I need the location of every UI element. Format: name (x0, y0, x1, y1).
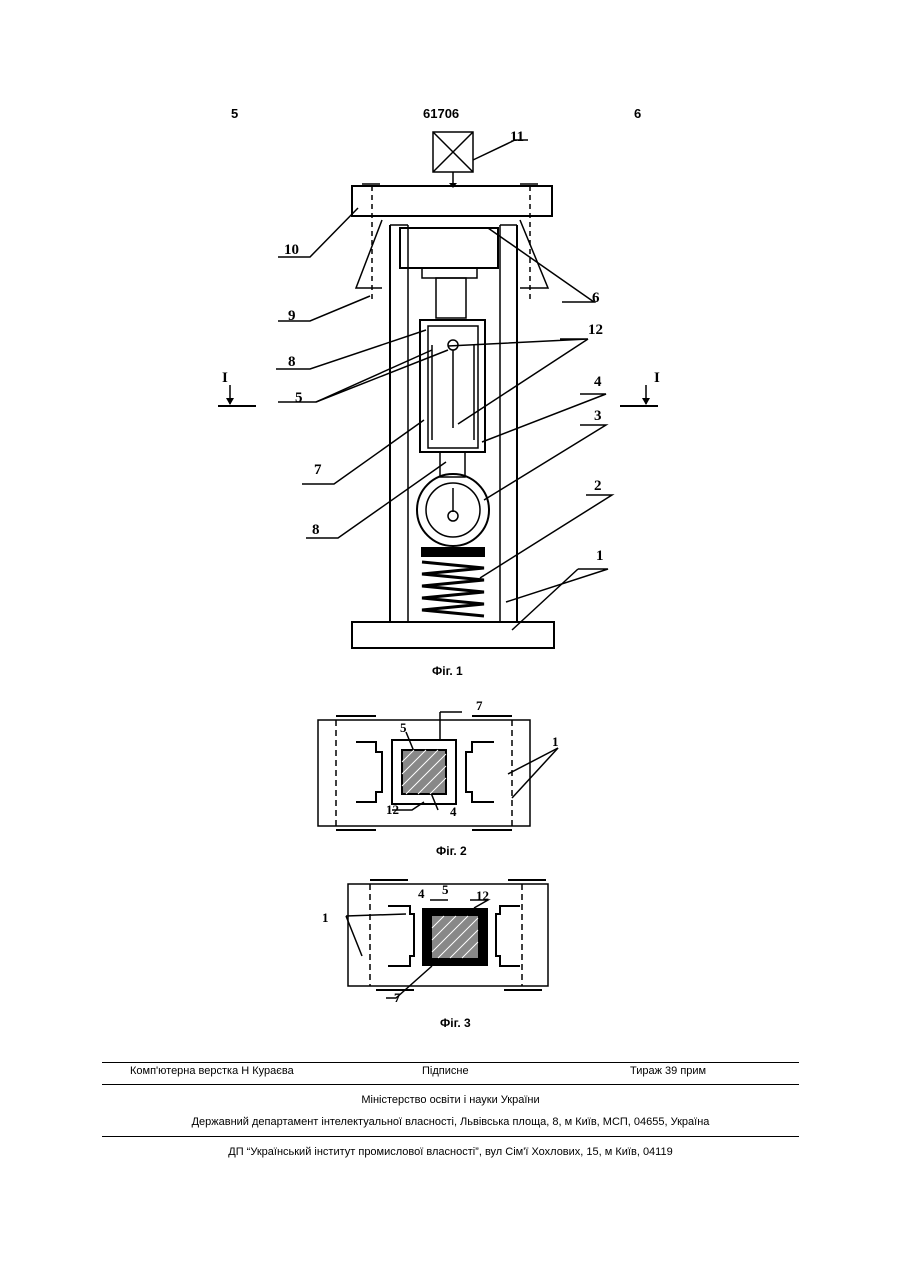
figure-3-caption: Фіг. 3 (440, 1016, 471, 1030)
footer-institute: ДП “Український інститут промислової вла… (102, 1146, 799, 1158)
label-8: 8 (288, 354, 296, 370)
section-mark-right: I (654, 370, 660, 386)
fig3-label-1: 1 (322, 910, 329, 925)
figure-1-drawing: 11 10 6 9 12 8 5 4 3 7 8 2 1 I I (0, 0, 900, 700)
figure-2-caption: Фіг. 2 (436, 844, 467, 858)
fig2-label-7: 7 (476, 698, 483, 713)
section-mark-left: I (222, 370, 228, 386)
fig2-label-12: 12 (386, 802, 399, 817)
fig3-label-5: 5 (442, 882, 449, 897)
footer-signed: Підписне (422, 1065, 469, 1077)
label-9: 9 (288, 308, 296, 324)
figure-1-labels: 11 10 6 9 12 8 5 4 3 7 8 2 1 I I (222, 129, 660, 564)
fig2-label-1: 1 (552, 734, 559, 749)
fig3-label-12: 12 (476, 888, 489, 903)
footer-circulation: Тираж 39 прим (630, 1065, 706, 1077)
label-11: 11 (510, 129, 524, 145)
footer-rule-bottom (102, 1136, 799, 1137)
label-5: 5 (295, 390, 303, 406)
footer-layout: Комп'ютерна верстка Н Кураєва (130, 1065, 294, 1077)
label-7: 7 (314, 462, 322, 478)
figure-1-caption: Фіг. 1 (432, 664, 463, 678)
footer-rule-top (102, 1062, 799, 1063)
figure-2-drawing: 7 5 1 12 4 (300, 692, 600, 837)
footer-rule-middle (102, 1084, 799, 1085)
base-plate (352, 622, 554, 648)
label-4: 4 (594, 374, 602, 390)
label-1: 1 (596, 548, 604, 564)
fig3-label-4: 4 (418, 886, 425, 901)
footer-department: Державний департамент інтелектуальної вл… (102, 1116, 799, 1128)
fig2-label-5: 5 (400, 720, 407, 735)
top-beam (352, 186, 552, 216)
label-6: 6 (592, 290, 600, 306)
fig3-label-7: 7 (394, 990, 401, 1005)
label-3: 3 (594, 408, 602, 424)
label-8-lower: 8 (312, 522, 320, 538)
figure-3-drawing: 4 5 12 1 7 (318, 870, 558, 1010)
label-2: 2 (594, 478, 602, 494)
label-12: 12 (588, 322, 603, 338)
footer-ministry: Міністерство освіти і науки України (102, 1094, 799, 1106)
label-10: 10 (284, 242, 299, 258)
spring (422, 562, 484, 616)
fig2-label-4: 4 (450, 804, 457, 819)
